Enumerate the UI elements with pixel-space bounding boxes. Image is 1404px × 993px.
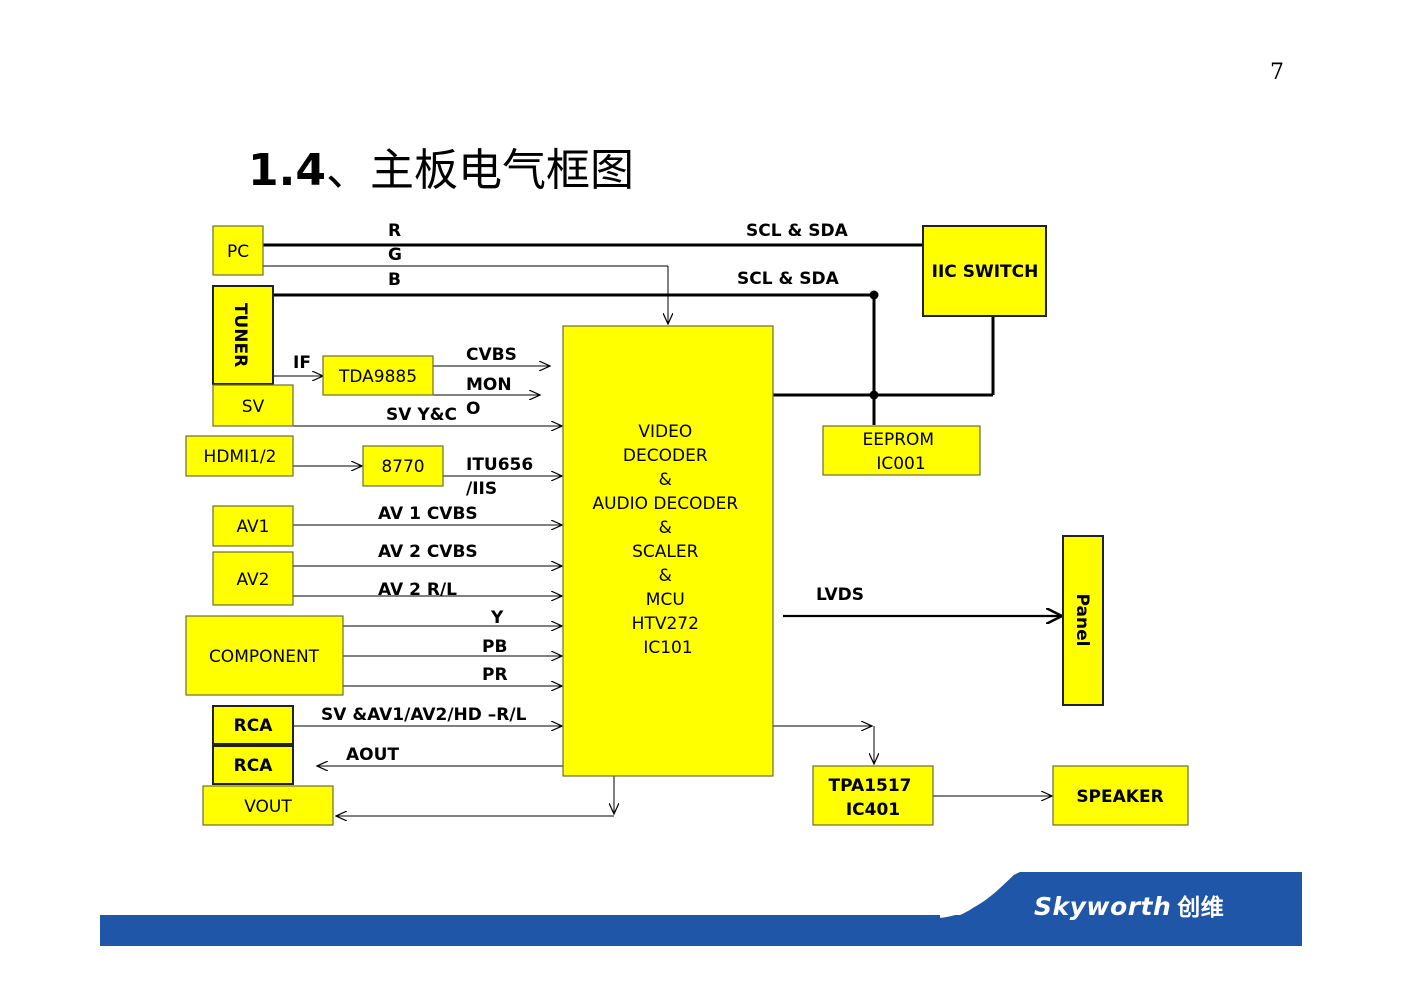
iic-switch-label: IIC SWITCH <box>932 262 1039 282</box>
block-av1: AV1 <box>212 505 294 547</box>
signal-iis: /IIS <box>466 479 497 499</box>
page-title: 1.4、主板电气框图 <box>248 134 634 198</box>
tpa-line-1: IC401 <box>846 800 900 820</box>
block-sv: SV <box>212 384 294 427</box>
signal-pb: PB <box>482 637 507 657</box>
page-number: 7 <box>1270 60 1284 85</box>
signal-lvds: LVDS <box>816 585 864 605</box>
signal-mon-o: O <box>466 399 480 419</box>
tpa-line-0: TPA1517 <box>829 776 912 796</box>
signal-scl-sda-2: SCL & SDA <box>737 269 840 289</box>
main-line-5: SCALER <box>632 542 699 562</box>
block-rca-2: RCA <box>212 745 294 785</box>
main-line-6: & <box>659 566 672 586</box>
signal-itu656: ITU656 <box>466 455 533 475</box>
rca1-label: RCA <box>234 716 274 736</box>
main-line-4: & <box>659 518 672 538</box>
main-line-3: AUDIO DECODER <box>592 494 738 514</box>
block-tda9885: TDA9885 <box>322 355 434 396</box>
block-main-decoder: VIDEO DECODER & AUDIO DECODER & SCALER &… <box>562 325 774 777</box>
block-iic-switch: IIC SWITCH <box>922 225 1047 317</box>
pc-label: PC <box>227 242 249 262</box>
block-tpa1517: TPA1517 IC401 <box>812 765 934 826</box>
signal-av2-rl: AV 2 R/L <box>378 580 457 600</box>
block-8770: 8770 <box>362 445 444 487</box>
signal-labels: R G B SCL & SDA SCL & SDA IF CVBS MON O … <box>293 221 864 765</box>
signal-r: R <box>388 221 401 241</box>
brand-name: Skyworth <box>1034 892 1172 921</box>
signal-sv-yc: SV Y&C <box>386 405 457 425</box>
component-label: COMPONENT <box>209 647 320 667</box>
bus-junction-dot <box>869 290 879 300</box>
eeprom-line-0: EEPROM <box>862 430 934 450</box>
tpa-text: TPA1517 IC401 <box>829 776 918 820</box>
brand-cn: 创维 <box>1177 895 1225 921</box>
block-rca-1: RCA <box>212 705 294 745</box>
title-text: 、主板电气框图 <box>325 145 634 196</box>
block-pc: PC <box>212 225 264 276</box>
eeprom-line-1: IC001 <box>876 454 925 474</box>
signal-scl-sda-1: SCL & SDA <box>746 221 849 241</box>
signal-sv-av-hd-rl: SV &AV1/AV2/HD –R/L <box>321 705 527 725</box>
rca2-label: RCA <box>234 756 274 776</box>
signal-mon: MON <box>466 375 512 395</box>
block-vout: VOUT <box>202 785 334 826</box>
hdmi-label: HDMI1/2 <box>204 447 277 467</box>
block-av2: AV2 <box>212 551 294 606</box>
connection-lines <box>263 243 1062 816</box>
speaker-label: SPEAKER <box>1076 787 1163 807</box>
main-line-2: & <box>659 470 672 490</box>
signal-y: Y <box>490 608 504 628</box>
signal-av1-cvbs: AV 1 CVBS <box>378 504 478 524</box>
main-line-9: IC101 <box>643 638 692 658</box>
panel-label: Panel <box>1072 594 1092 647</box>
main-line-8: HTV272 <box>632 614 699 634</box>
eeprom-text: EEPROM IC001 <box>862 430 939 474</box>
av2-label: AV2 <box>237 570 270 590</box>
block-eeprom: EEPROM IC001 <box>822 425 981 476</box>
main-decoder-text: VIDEO DECODER & AUDIO DECODER & SCALER &… <box>592 422 743 658</box>
signal-av2-cvbs: AV 2 CVBS <box>378 542 478 562</box>
title-number: 1.4 <box>248 145 326 196</box>
block-hdmi: HDMI1/2 <box>185 435 294 477</box>
signal-g: G <box>388 245 402 265</box>
sv-label: SV <box>242 397 265 417</box>
main-line-1: DECODER <box>623 446 708 466</box>
block-tuner: TUNER <box>212 285 274 385</box>
av1-label: AV1 <box>237 517 270 537</box>
footer-band <box>100 915 1302 946</box>
block-panel: Panel <box>1062 535 1104 706</box>
signal-if: IF <box>293 353 311 373</box>
tda-label: TDA9885 <box>338 367 417 387</box>
main-line-0: VIDEO <box>638 422 692 442</box>
signal-pr: PR <box>482 665 508 685</box>
signal-b: B <box>388 270 401 290</box>
block-speaker: SPEAKER <box>1052 765 1189 826</box>
signal-aout: AOUT <box>346 745 399 765</box>
main-line-7: MCU <box>646 590 685 610</box>
block-component: COMPONENT <box>185 615 344 696</box>
tuner-label: TUNER <box>230 303 250 367</box>
chip8770-label: 8770 <box>381 457 424 477</box>
signal-cvbs: CVBS <box>466 345 517 365</box>
vout-label: VOUT <box>244 797 292 817</box>
